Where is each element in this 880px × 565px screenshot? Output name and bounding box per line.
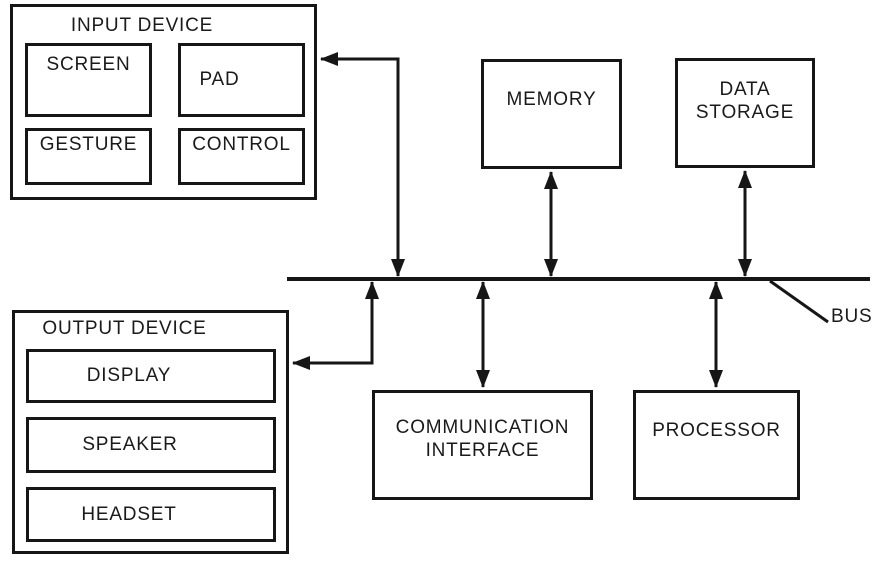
communication-interface-box: COMMUNICATION INTERFACE bbox=[372, 390, 593, 500]
input-device-title: INPUT DEVICE bbox=[70, 15, 214, 36]
control-label: CONTROL bbox=[192, 134, 291, 155]
headset-label: HEADSET bbox=[81, 503, 177, 525]
arrow-input-device-bus bbox=[320, 52, 405, 277]
control-box: CONTROL bbox=[178, 128, 305, 185]
output-device-title: OUTPUT DEVICE bbox=[42, 318, 207, 339]
screen-box: SCREEN bbox=[25, 43, 152, 117]
headset-box: HEADSET bbox=[26, 487, 276, 542]
data-storage-box: DATA STORAGE bbox=[675, 58, 815, 168]
bus-label-leader-line bbox=[769, 279, 829, 324]
memory-box: MEMORY bbox=[481, 59, 622, 169]
screen-label: SCREEN bbox=[46, 54, 131, 75]
display-box: DISPLAY bbox=[26, 349, 276, 403]
processor-box: PROCESSOR bbox=[633, 390, 800, 500]
bus-label: BUS bbox=[831, 306, 873, 327]
gesture-box: GESTURE bbox=[25, 128, 152, 185]
display-label: DISPLAY bbox=[86, 365, 172, 387]
output-device-box: OUTPUT DEVICE DISPLAY SPEAKER HEADSET bbox=[12, 310, 289, 554]
communication-interface-label: COMMUNICATION INTERFACE bbox=[395, 417, 570, 462]
pad-box: PAD bbox=[178, 43, 305, 117]
memory-label: MEMORY bbox=[506, 89, 597, 110]
speaker-label: SPEAKER bbox=[82, 434, 178, 456]
processor-label: PROCESSOR bbox=[652, 420, 781, 441]
arrow-output-device-bus bbox=[292, 281, 379, 370]
speaker-box: SPEAKER bbox=[26, 417, 276, 473]
data-storage-label: DATA STORAGE bbox=[695, 79, 795, 124]
gesture-label: GESTURE bbox=[39, 134, 138, 155]
pad-label: PAD bbox=[199, 69, 240, 91]
input-device-box: INPUT DEVICE SCREEN PAD GESTURE CONTROL bbox=[10, 4, 317, 200]
